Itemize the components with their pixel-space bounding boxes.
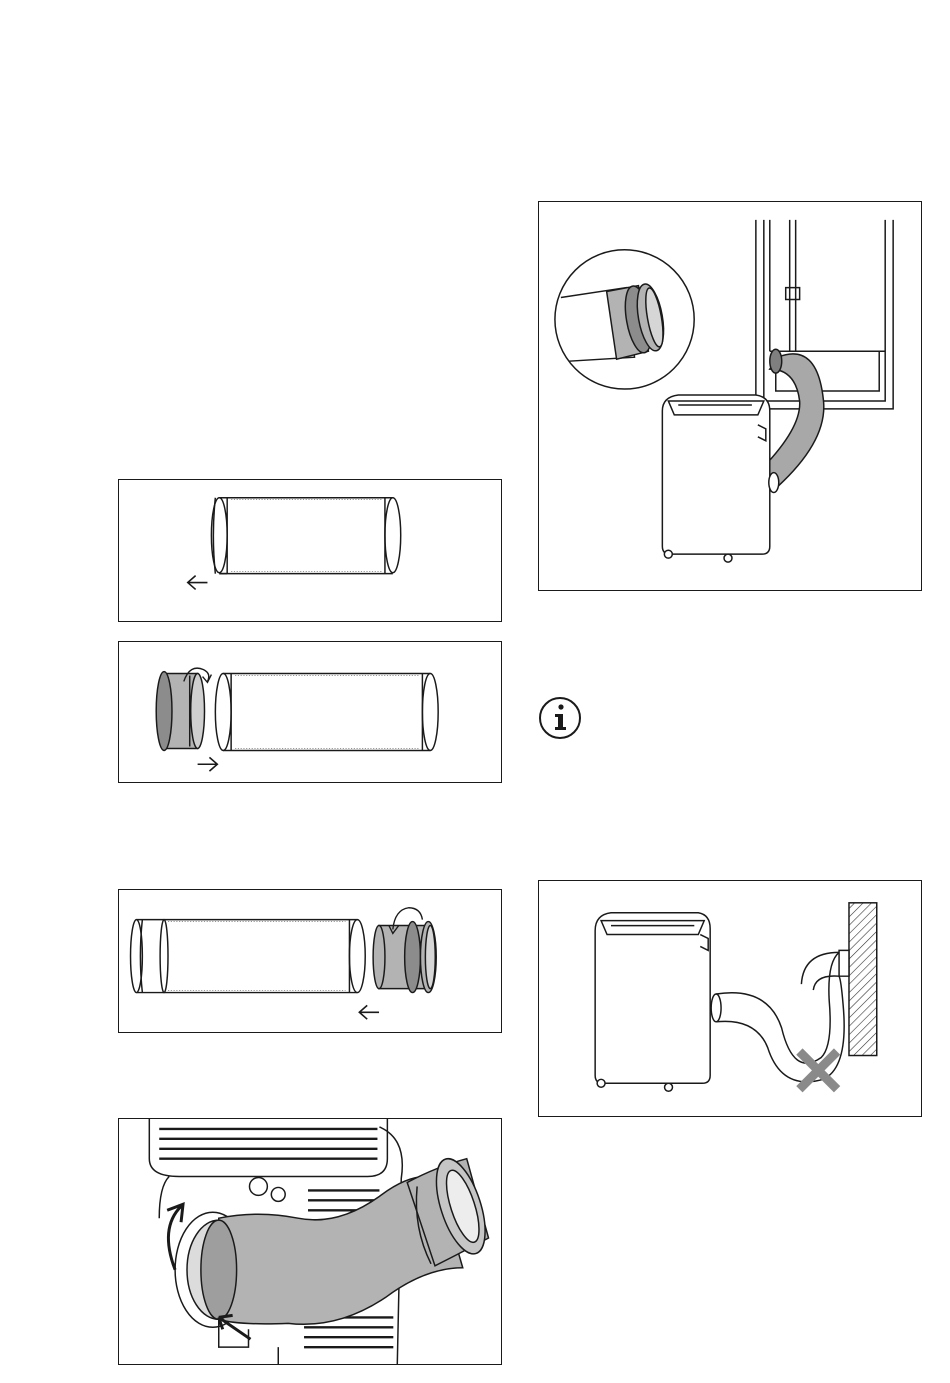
hose-connect-illustration (119, 1119, 501, 1364)
adapter-attach-illustration (119, 642, 501, 782)
figure-hose-connect-unit (118, 1118, 502, 1365)
window-install-illustration (539, 202, 921, 590)
right-arrow-icon (198, 757, 218, 771)
left-arrow-icon (359, 1005, 379, 1019)
hose-extend-illustration (119, 480, 501, 621)
cross-icon (799, 1052, 837, 1090)
figure-wrong-installation (538, 880, 922, 1117)
info-icon (538, 696, 582, 740)
figure-adapter-attach (118, 641, 502, 783)
figure-hose-extend (118, 479, 502, 622)
wrong-installation-illustration (539, 881, 921, 1116)
figure-window-installed (538, 201, 922, 591)
window-adapter-illustration (119, 890, 501, 1032)
left-arrow-icon (188, 576, 208, 590)
figure-window-adapter-attach (118, 889, 502, 1033)
